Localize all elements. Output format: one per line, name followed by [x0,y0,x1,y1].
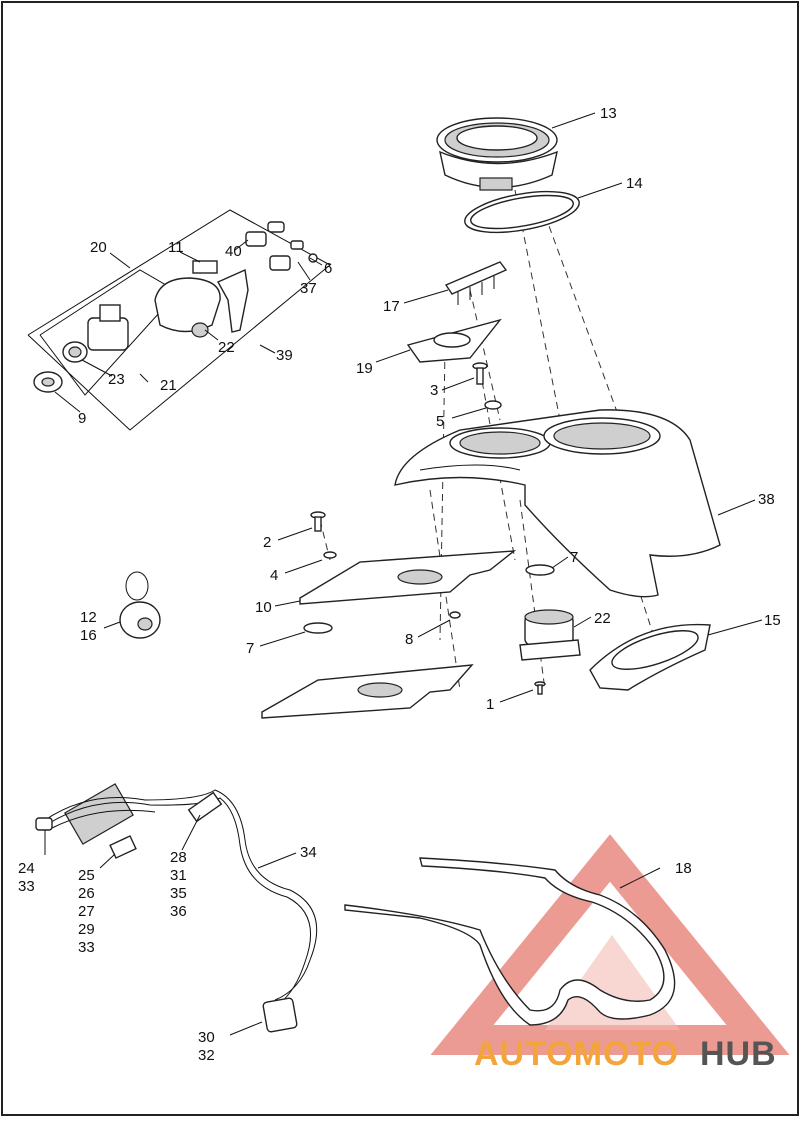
leader-lines [44,112,763,1036]
gasket-ring-part [464,190,580,234]
lock-cylinder-part [62,304,129,363]
callout-35: 35 [170,885,187,902]
callout-6: 6 [324,260,332,277]
callout-32: 32 [198,1047,215,1064]
callout-33-left: 33 [18,878,35,895]
callout-3: 3 [430,382,438,399]
callout-5: 5 [436,413,444,430]
callout-33-mid: 33 [78,939,95,956]
callout-14: 14 [626,175,643,192]
module-part-center [519,609,581,661]
callout-30: 30 [198,1029,215,1046]
washer-part-top [484,400,502,410]
retainer-bracket-part [217,268,249,333]
screw-part-left [310,511,326,532]
callout-22-center: 22 [594,610,611,627]
callout-28: 28 [170,849,187,866]
callout-26: 26 [78,885,95,902]
callout-34: 34 [300,844,317,861]
callout-29: 29 [78,921,95,938]
speedometer-part [436,117,558,191]
callout-40: 40 [225,243,242,260]
callout-19: 19 [356,360,373,377]
watermark-triangle-outer [430,834,790,1055]
watermark-text: AUTOMOTO HUB [474,1035,777,1073]
callout-21: 21 [160,377,177,394]
callout-10: 10 [255,599,272,616]
callout-24: 24 [18,860,35,877]
callout-4: 4 [270,567,278,584]
callout-37: 37 [300,280,317,297]
callout-13: 13 [600,105,617,122]
grommet-part-right [525,564,555,576]
callout-38: 38 [758,491,775,508]
lower-plate-part [261,664,474,719]
watermark-text-hub: HUB [700,1035,777,1073]
callout-9: 9 [78,410,86,427]
callout-12: 12 [80,609,97,626]
washer-part-left [323,551,337,559]
seal-strip-part [344,857,676,1026]
screw-part-bottom [534,681,546,695]
switch-housing-part [154,277,221,338]
callout-15: 15 [764,612,781,629]
callout-27: 27 [78,903,95,920]
callout-25: 25 [78,867,95,884]
callout-7-right: 7 [570,549,578,566]
callout-31: 31 [170,867,187,884]
callout-8: 8 [405,631,413,648]
callout-11: 11 [168,239,184,256]
watermark-text-automoto: AUTOMOTO [474,1035,679,1073]
callout-16: 16 [80,627,97,644]
callout-7-left: 7 [246,640,254,657]
key-tag-part [119,571,161,639]
indicator-bracket-part [444,261,508,305]
callout-39: 39 [276,347,293,364]
grommet-part-left [303,622,333,634]
callout-20: 20 [90,239,107,256]
washer-part-mid [449,611,461,619]
connector-terminals-part [245,221,318,271]
callout-17: 17 [383,298,400,315]
clip-part [192,260,218,274]
gasket-plate-hole [433,332,471,348]
callout-labels: 13 14 17 19 3 5 38 2 4 7 10 7 8 22 15 1 … [18,105,781,1064]
trim-ring-part [589,623,711,691]
callout-23: 23 [108,371,125,388]
bezel-ring-center [41,377,55,387]
wiring-harness-part [35,783,318,1033]
callout-2: 2 [263,534,271,551]
callout-18: 18 [675,860,692,877]
callout-36: 36 [170,903,187,920]
callout-22-kit: 22 [218,339,235,356]
callout-1: 1 [486,696,494,713]
console-body-part [394,409,721,598]
upper-plate-part [299,550,517,605]
screw-part-top [472,362,488,385]
